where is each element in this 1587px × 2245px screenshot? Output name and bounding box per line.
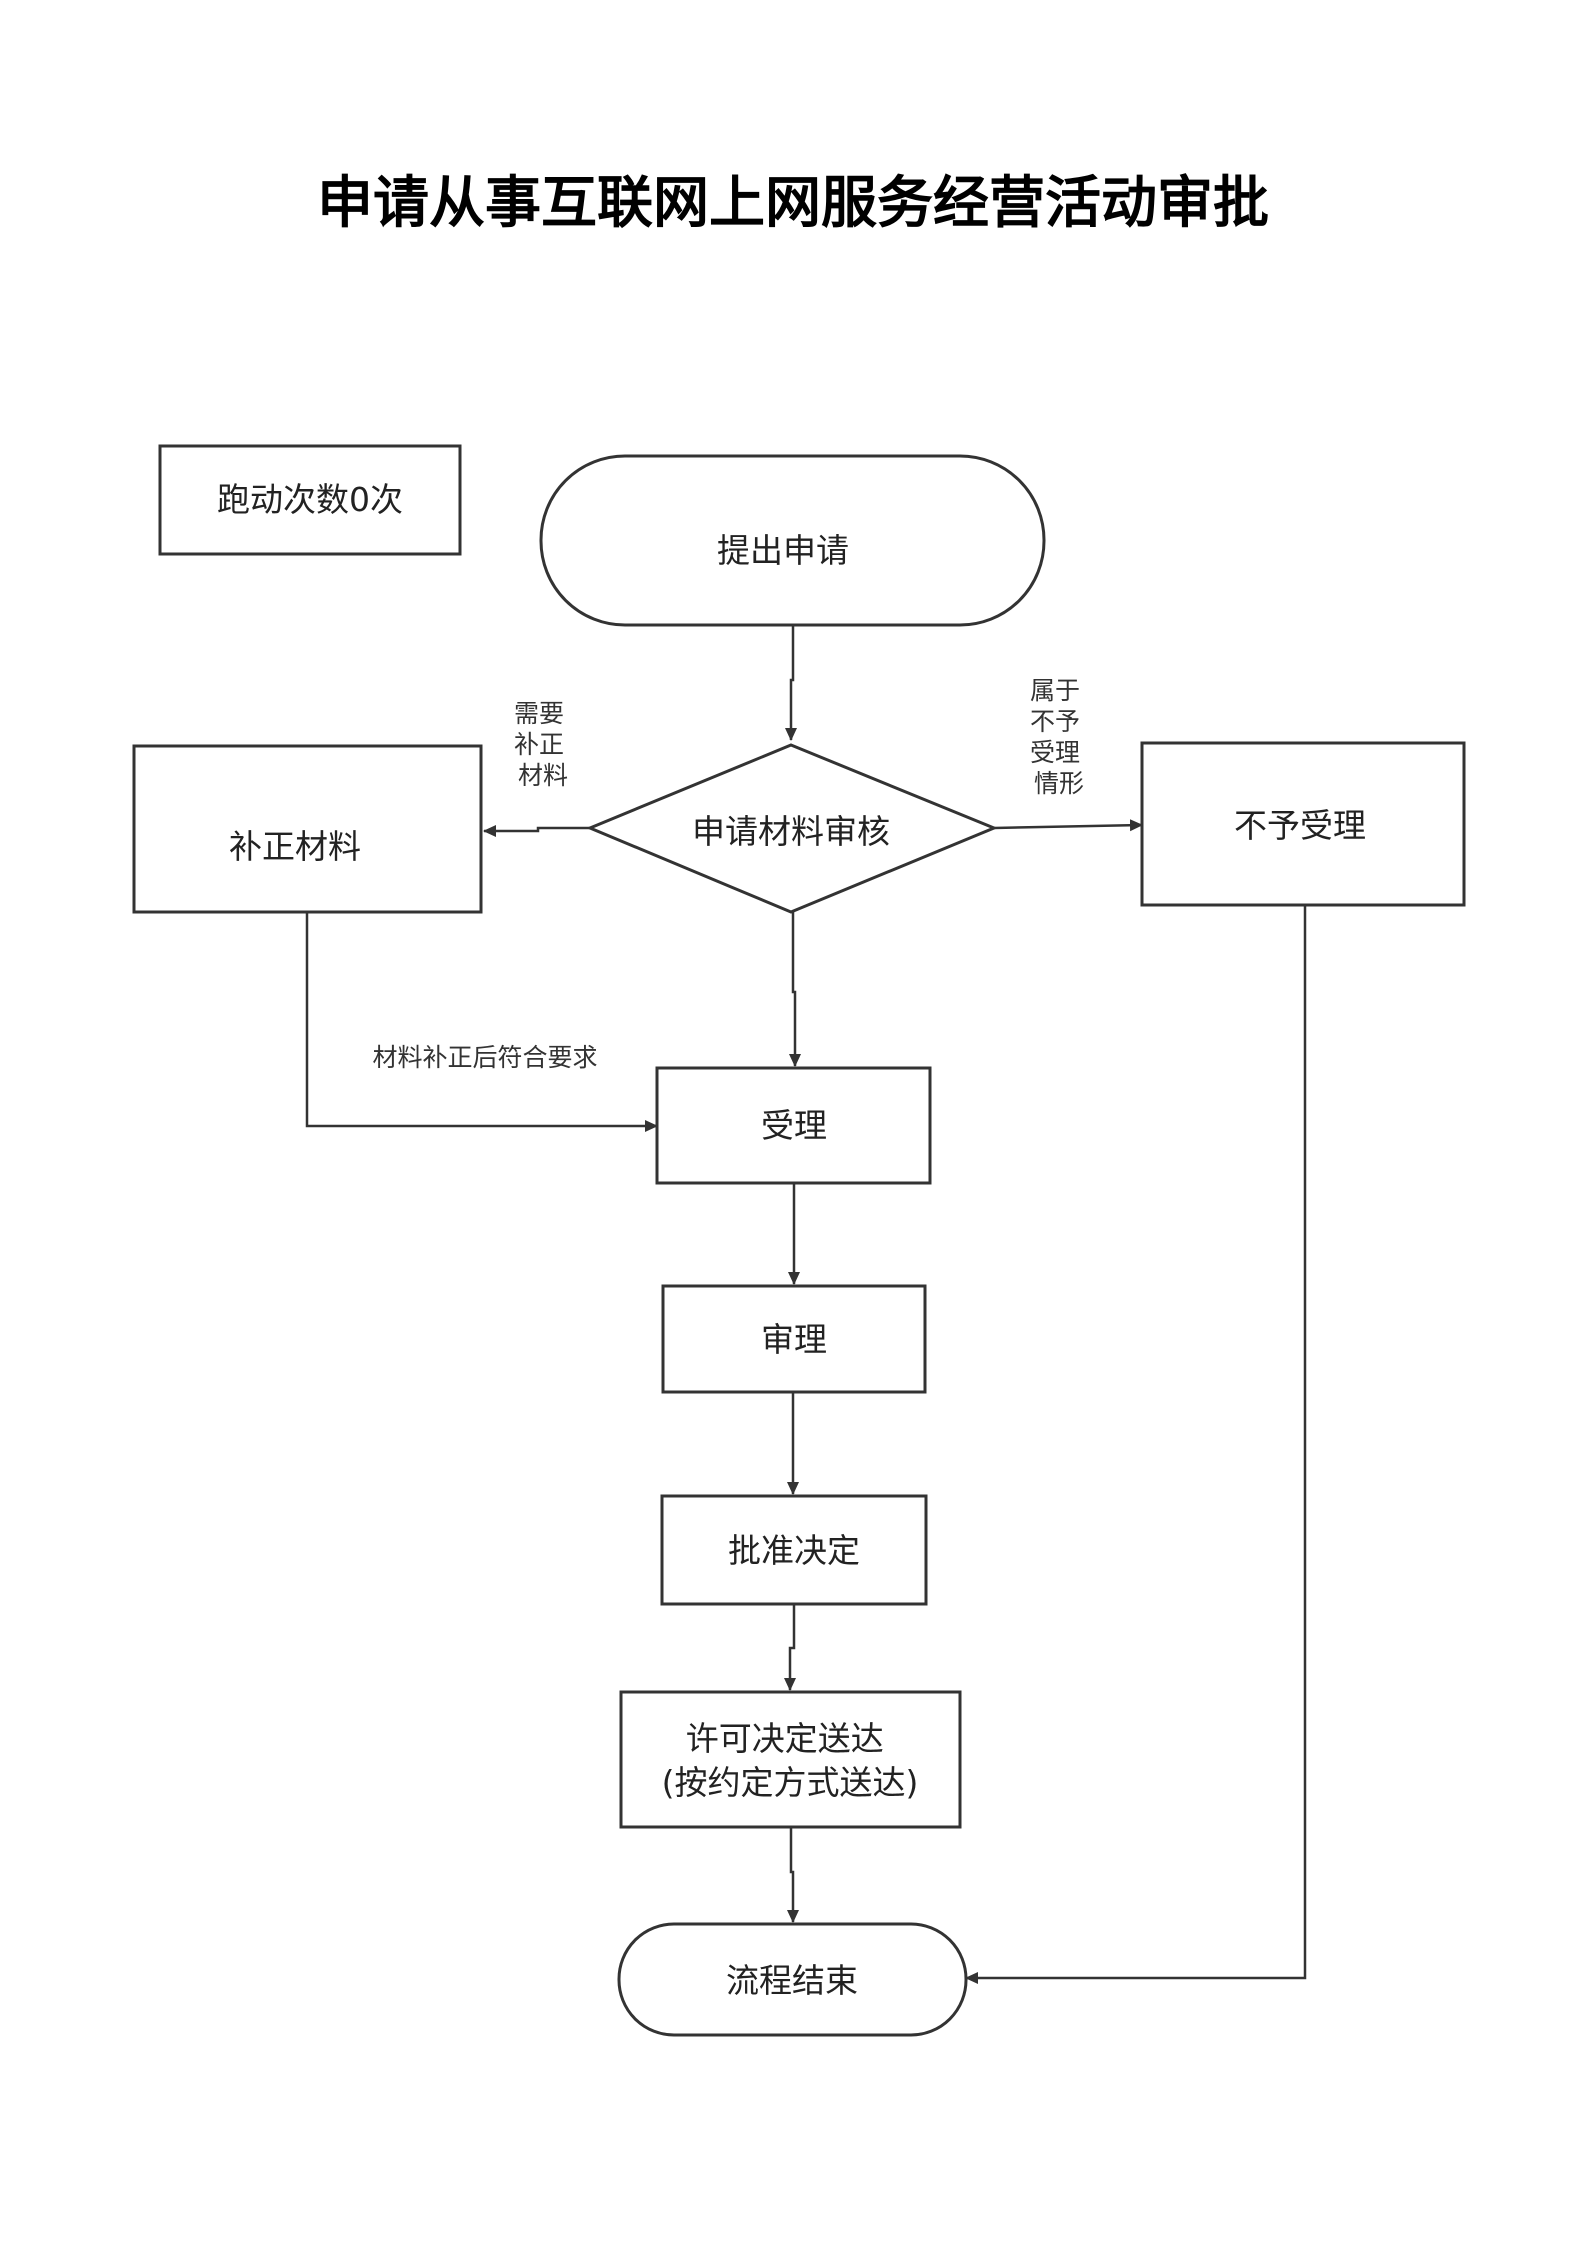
label-need-supplement-line: 需要 (514, 699, 564, 728)
label-supplement-ok: 材料补正后符合要求 (372, 1043, 597, 1072)
accept-label: 受理 (761, 1106, 827, 1145)
examine-label: 审理 (761, 1320, 827, 1359)
end-label: 流程结束 (726, 1961, 858, 2000)
review-label: 申请材料审核 (692, 812, 890, 851)
label-reject-condition-line: 受理 (1030, 738, 1080, 767)
page-title: 申请从事互联网上网服务经营活动审批 (317, 170, 1269, 236)
approve-node (660, 1494, 928, 1606)
label-reject-condition-line: 情形 (1034, 769, 1084, 798)
end-node (617, 1922, 968, 2037)
accept-node (655, 1066, 932, 1185)
deliver-label: 许可决定送达 (按约定方式送达) (662, 1719, 919, 1802)
reject-node (1140, 741, 1466, 907)
reject-label: 不予受理 (1234, 806, 1366, 845)
deliver-label-line: (按约定方式送达) (662, 1763, 919, 1802)
supplement-label: 补正材料 (229, 827, 361, 866)
edge-review-to-accept (789, 912, 801, 1067)
label-reject-condition: 属于 不予 受理 情形 (1030, 676, 1088, 798)
approve-label: 批准决定 (728, 1531, 860, 1570)
start-node (539, 454, 1046, 627)
edge-supplement-to-accept (305, 912, 658, 1132)
start-label: 提出申请 (717, 531, 849, 570)
visits-box (158, 444, 462, 556)
label-reject-condition-line: 属于 (1030, 676, 1080, 705)
supplement-node (132, 744, 483, 914)
review-decision (586, 743, 998, 914)
deliver-label-line: 许可决定送达 (686, 1719, 884, 1758)
label-need-supplement-line: 材料 (518, 761, 568, 790)
edge-reject-to-end (965, 905, 1307, 1984)
edge-deliver-to-end (787, 1827, 799, 1923)
edge-review-to-reject (993, 819, 1143, 832)
edge-start-to-review (785, 625, 797, 741)
label-reject-condition-line: 不予 (1030, 707, 1080, 736)
edge-review-to-supplement (483, 825, 590, 837)
label-need-supplement-line: 补正 (514, 730, 564, 759)
label-need-supplement: 需要 补正 材料 (514, 699, 572, 790)
deliver-node (619, 1690, 962, 1829)
edge-approve-to-deliver (784, 1604, 796, 1691)
visits-label: 跑动次数0次 (217, 480, 403, 519)
examine-node (661, 1284, 927, 1394)
